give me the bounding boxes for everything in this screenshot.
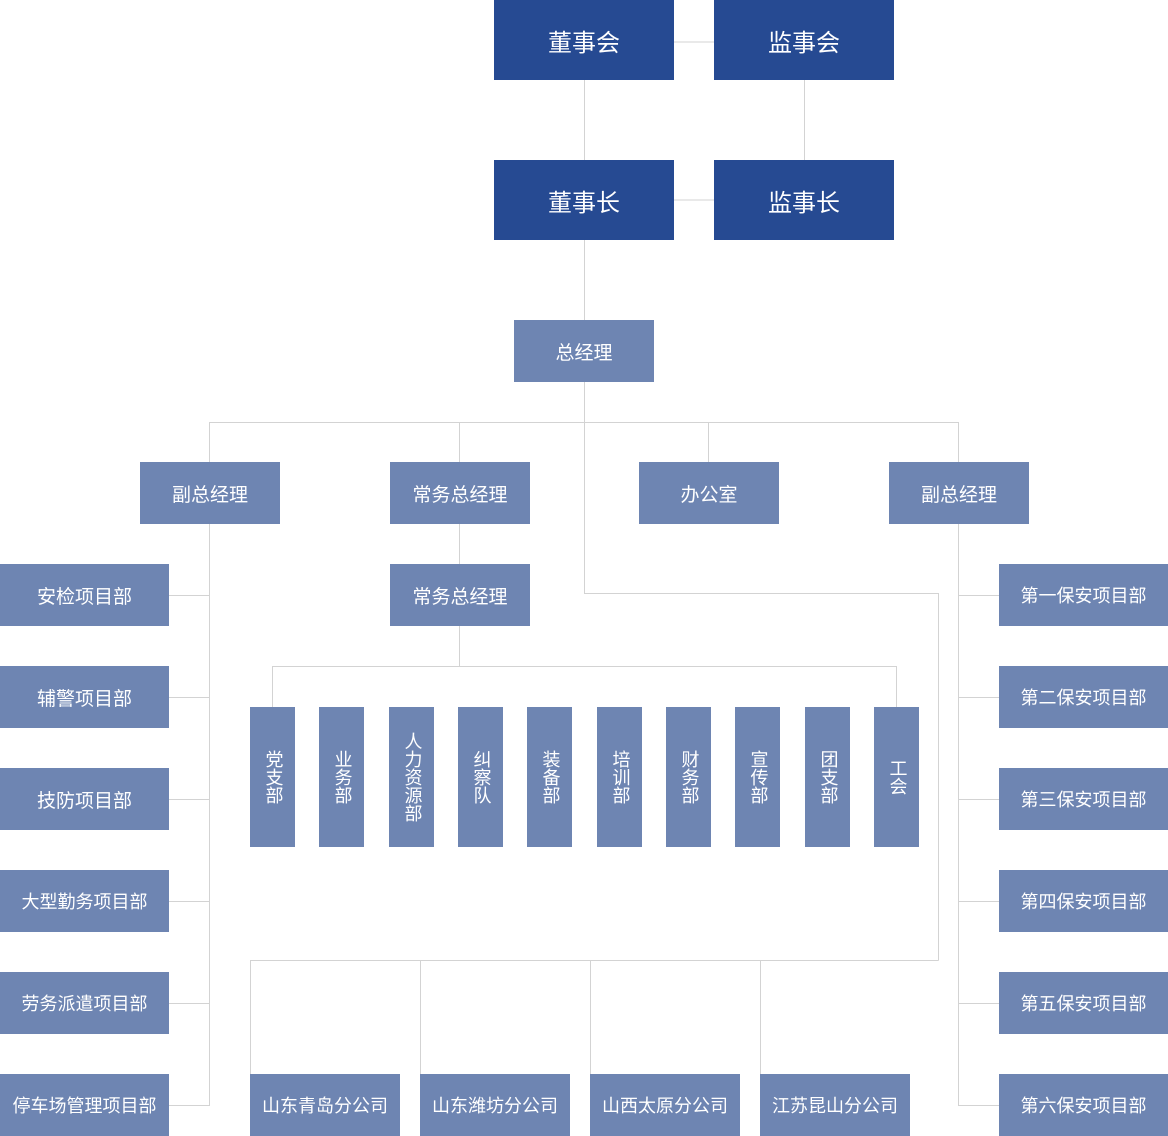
left-project-box: 劳务派遣项目部 — [0, 972, 169, 1034]
right-project-label: 第四保安项目部 — [1020, 892, 1147, 913]
department-label: 团支部 — [817, 750, 839, 804]
left-project-label: 安检项目部 — [36, 585, 132, 608]
right-project-box: 第六保安项目部 — [999, 1074, 1168, 1136]
left-project-box: 停车场管理项目部 — [0, 1074, 169, 1136]
left-vice-gm-box: 副总经理 — [140, 462, 280, 524]
department-box: 工会 — [874, 707, 919, 847]
right-project-label: 第五保安项目部 — [1020, 994, 1147, 1015]
department-box: 党支部 — [250, 707, 295, 847]
chief-supervisor-label: 监事长 — [768, 188, 840, 217]
right-vice-gm-label: 副总经理 — [920, 483, 997, 506]
branch-box: 山东青岛分公司 — [250, 1074, 400, 1136]
department-label: 宣传部 — [747, 750, 769, 804]
executive-gm-label: 常务总经理 — [412, 483, 508, 506]
left-project-box: 技防项目部 — [0, 768, 169, 830]
left-vice-gm-label: 副总经理 — [171, 483, 248, 506]
right-project-label: 第六保安项目部 — [1020, 1096, 1147, 1117]
branch-box: 山东潍坊分公司 — [420, 1074, 570, 1136]
left-project-label: 停车场管理项目部 — [12, 1096, 157, 1117]
left-project-label: 辅警项目部 — [36, 687, 132, 710]
department-box: 财务部 — [666, 707, 711, 847]
chairman-box: 董事长 — [494, 160, 674, 240]
office-box: 办公室 — [639, 462, 779, 524]
left-project-box: 大型勤务项目部 — [0, 870, 169, 932]
supervisory-board-box: 监事会 — [714, 0, 894, 80]
right-project-box: 第四保安项目部 — [999, 870, 1168, 932]
chairman-label: 董事长 — [548, 188, 620, 217]
left-project-box: 辅警项目部 — [0, 666, 169, 728]
executive-gm-box: 常务总经理 — [390, 462, 530, 524]
right-vice-gm-box: 副总经理 — [889, 462, 1029, 524]
chief-supervisor-box: 监事长 — [714, 160, 894, 240]
department-box: 宣传部 — [735, 707, 780, 847]
branch-label: 江苏昆山分公司 — [772, 1096, 898, 1117]
branch-label: 山西太原分公司 — [602, 1096, 728, 1117]
executive-gm-sub-label: 常务总经理 — [412, 585, 508, 608]
executive-gm-sub-box: 常务总经理 — [390, 564, 530, 626]
right-project-box: 第一保安项目部 — [999, 564, 1168, 626]
department-label: 业务部 — [331, 750, 353, 804]
department-label: 人力资源部 — [401, 732, 423, 822]
board-of-directors-label: 董事会 — [548, 28, 620, 57]
supervisory-board-label: 监事会 — [768, 28, 840, 57]
department-box: 业务部 — [319, 707, 364, 847]
department-label: 培训部 — [609, 750, 631, 804]
board-of-directors-box: 董事会 — [494, 0, 674, 80]
department-box: 培训部 — [597, 707, 642, 847]
left-project-label: 大型勤务项目部 — [21, 892, 148, 913]
department-label: 财务部 — [678, 750, 700, 804]
department-box: 装备部 — [527, 707, 572, 847]
left-project-label: 劳务派遣项目部 — [21, 994, 148, 1015]
department-label: 纠察队 — [470, 750, 492, 804]
right-project-label: 第二保安项目部 — [1020, 688, 1147, 709]
right-project-box: 第三保安项目部 — [999, 768, 1168, 830]
department-label: 装备部 — [539, 750, 561, 804]
left-project-box: 安检项目部 — [0, 564, 169, 626]
department-label: 工会 — [886, 759, 908, 795]
office-label: 办公室 — [680, 483, 738, 506]
branch-box: 山西太原分公司 — [590, 1074, 740, 1136]
left-project-label: 技防项目部 — [36, 789, 132, 812]
department-box: 团支部 — [805, 707, 850, 847]
department-label: 党支部 — [262, 750, 284, 804]
general-manager-label: 总经理 — [555, 341, 613, 364]
right-project-label: 第三保安项目部 — [1020, 790, 1147, 811]
right-project-label: 第一保安项目部 — [1020, 586, 1147, 607]
general-manager-box: 总经理 — [514, 320, 654, 382]
branch-label: 山东潍坊分公司 — [432, 1096, 558, 1117]
branch-box: 江苏昆山分公司 — [760, 1074, 910, 1136]
branch-label: 山东青岛分公司 — [262, 1096, 388, 1117]
right-project-box: 第二保安项目部 — [999, 666, 1168, 728]
right-project-box: 第五保安项目部 — [999, 972, 1168, 1034]
department-box: 纠察队 — [458, 707, 503, 847]
department-box: 人力资源部 — [389, 707, 434, 847]
